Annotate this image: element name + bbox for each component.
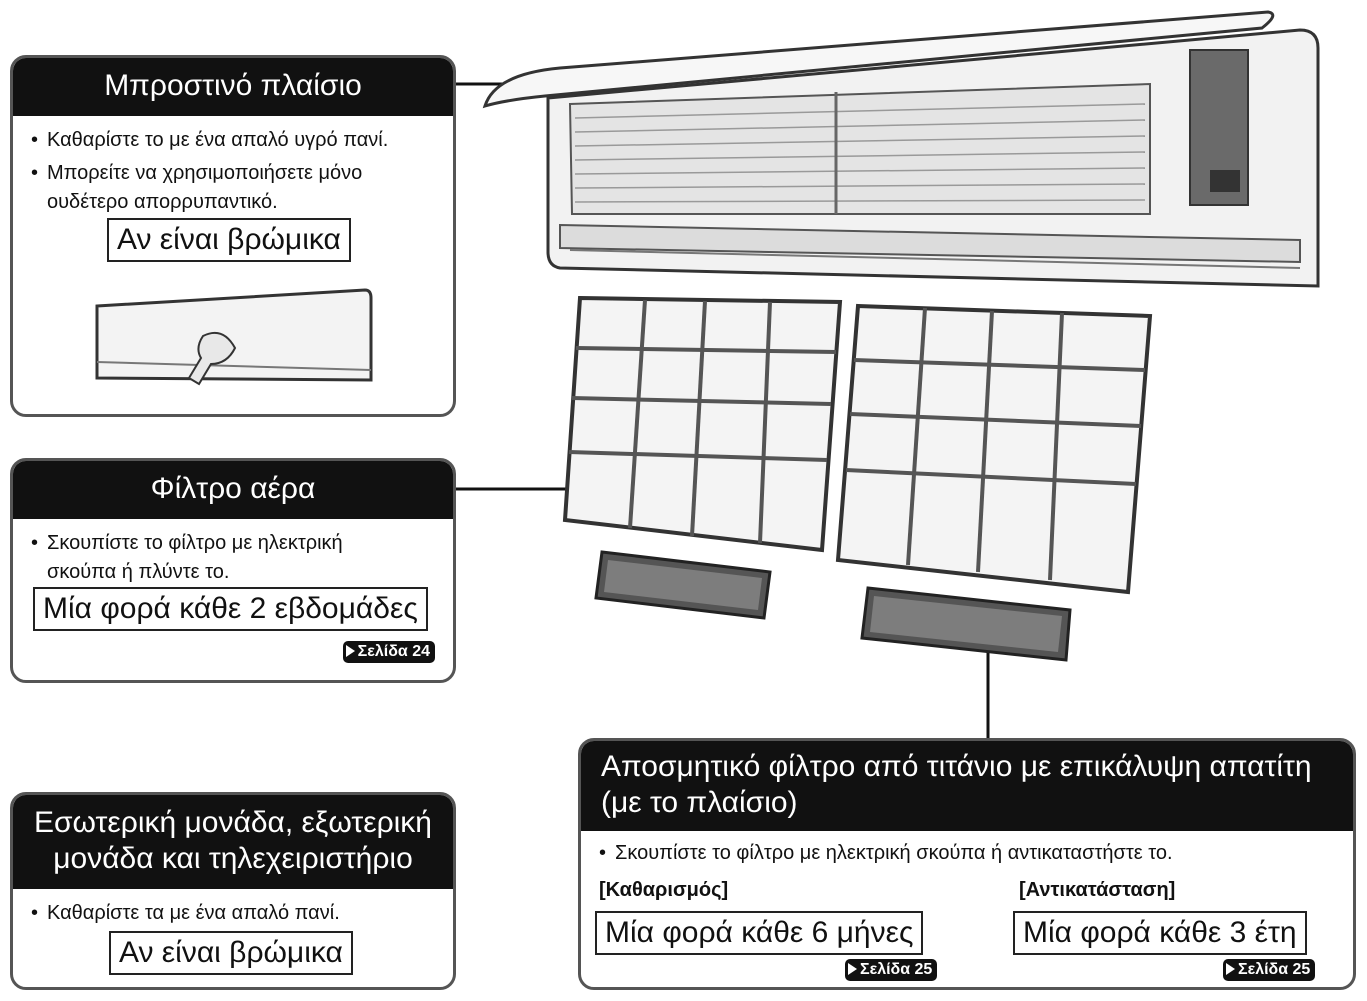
list-item: Καθαρίστε το με ένα απαλό υγρό πανί. (31, 126, 441, 155)
replacement-page-ref[interactable]: Σελίδα 25 (1223, 959, 1316, 981)
units-title: Εσωτερική μονάδα, εξωτερική μονάδα και τ… (13, 795, 453, 889)
air-filter-page-ref[interactable]: Σελίδα 24 (342, 641, 435, 663)
cleaning-heading: [Καθαρισμός] (599, 879, 729, 901)
front-panel-instructions: Καθαρίστε το με ένα απαλό υγρό πανί. Μπο… (13, 126, 453, 217)
deodorizing-filter-left (594, 550, 772, 620)
play-triangle-icon (1226, 963, 1235, 975)
list-item: Σκουπίστε το φίλτρο με ηλεκτρική σκούπα … (599, 839, 1341, 868)
play-triangle-icon (345, 645, 355, 657)
units-frequency: Αν είναι βρώμικα (109, 931, 353, 975)
indoor-unit (482, 10, 1320, 288)
deodorizing-filter-title: Αποσμητικό φίλτρο από τιτάνιο με επικάλυ… (581, 741, 1353, 831)
deodorizing-filter-instructions: Σκουπίστε το φίλτρο με ηλεκτρική σκούπα … (581, 839, 1353, 868)
list-item: Καθαρίστε τα με ένα απαλό πανί. (31, 899, 441, 928)
play-triangle-icon (848, 963, 857, 975)
list-item: Μπορείτε να χρησιμοποιήσετε μόνο ουδέτερ… (31, 159, 441, 217)
deodorizing-filter-right (860, 586, 1072, 662)
air-filter-right (835, 303, 1153, 595)
front-panel-card: Μπροστινό πλαίσιο Καθαρίστε το με ένα απ… (10, 55, 456, 417)
deodorizing-filter-card: Αποσμητικό φίλτρο από τιτάνιο με επικάλυ… (578, 738, 1356, 990)
replacement-heading: [Αντικατάσταση] (1019, 879, 1176, 901)
cleaning-page-ref[interactable]: Σελίδα 25 (845, 959, 938, 981)
replacement-frequency: Μία φορά κάθε 3 έτη (1013, 911, 1307, 955)
wiping-unit-illustration (95, 288, 373, 386)
front-panel-title: Μπροστινό πλαίσιο (13, 58, 453, 116)
air-filter-left (562, 295, 843, 553)
cleaning-frequency: Μία φορά κάθε 6 μήνες (595, 911, 924, 955)
air-filter-instructions: Σκουπίστε το φίλτρο με ηλεκτρική σκούπα … (13, 529, 453, 587)
list-item: Σκουπίστε το φίλτρο με ηλεκτρική σκούπα … (31, 529, 441, 587)
units-instructions: Καθαρίστε τα με ένα απαλό πανί. (13, 899, 453, 928)
air-filter-title: Φίλτρο αέρα (13, 461, 453, 519)
air-filter-card: Φίλτρο αέρα Σκουπίστε το φίλτρο με ηλεκτ… (10, 458, 456, 683)
air-filter-frequency: Μία φορά κάθε 2 εβδομάδες (33, 587, 428, 631)
front-panel-frequency: Αν είναι βρώμικα (107, 218, 351, 262)
units-card: Εσωτερική μονάδα, εξωτερική μονάδα και τ… (10, 792, 456, 990)
